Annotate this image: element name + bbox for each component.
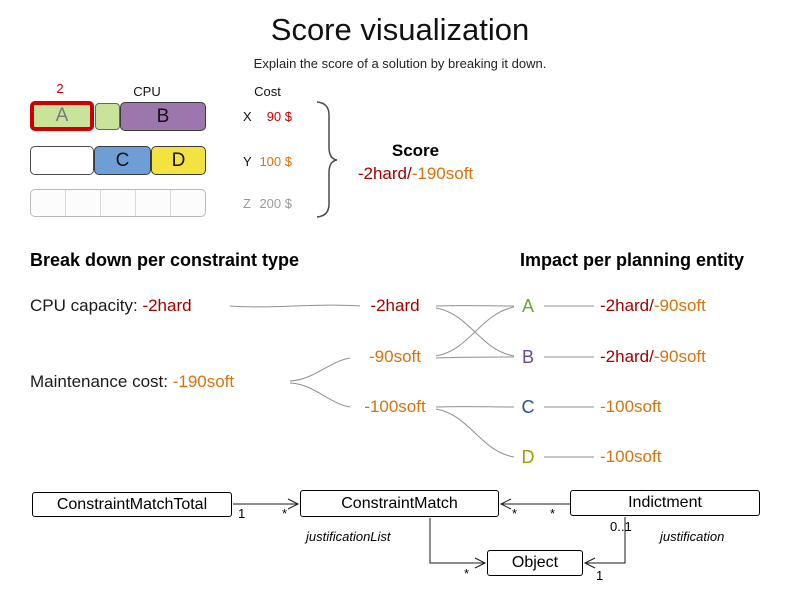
empty-cell bbox=[171, 190, 205, 216]
breakdown-heading: Break down per constraint type bbox=[30, 250, 300, 270]
computer-y-label: Y bbox=[243, 154, 252, 169]
score-hard-part: -2hard/ bbox=[357, 164, 412, 183]
uml-class-object: Object bbox=[487, 550, 583, 576]
process-b-label: B bbox=[156, 105, 170, 127]
uml-class-name: Indictment bbox=[628, 494, 702, 511]
process-a-label: A bbox=[55, 105, 69, 126]
process-d-label: D bbox=[171, 149, 186, 171]
computer-x-label: X bbox=[243, 109, 252, 124]
cost-column-header: Cost bbox=[254, 84, 281, 99]
entity-d-name: D bbox=[521, 447, 535, 467]
match-total-hard: -2hard bbox=[370, 296, 420, 315]
entity-a-name: A bbox=[521, 296, 534, 316]
process-c-box: C bbox=[94, 146, 151, 175]
entity-d-score: -100soft bbox=[600, 447, 661, 467]
computer-z-label: Z bbox=[243, 196, 251, 211]
overload-count-label: 2 bbox=[56, 81, 64, 96]
computer-y-empty-slot bbox=[30, 146, 94, 175]
multiplicity-cm-many: * bbox=[282, 506, 288, 521]
uml-class-name: ConstraintMatch bbox=[341, 494, 458, 512]
empty-cell bbox=[31, 190, 66, 216]
constraint-cpu-capacity: CPU capacity: -2hard bbox=[30, 296, 192, 316]
empty-cell bbox=[101, 190, 136, 216]
entity-c-score: -100soft bbox=[600, 397, 661, 417]
cpu-column-header: CPU bbox=[133, 84, 161, 99]
score-brace bbox=[316, 101, 338, 218]
entity-b-score: -2hard/-90soft bbox=[600, 347, 706, 367]
entity-soft-part: -100soft bbox=[600, 397, 662, 416]
process-d-box: D bbox=[151, 146, 206, 175]
score-flow-connectors bbox=[229, 304, 594, 458]
uml-class-indictment: Indictment bbox=[570, 490, 760, 516]
multiplicity-justification: 0..1 bbox=[610, 519, 632, 534]
process-a-segment bbox=[95, 103, 120, 130]
entity-a-score: -2hard/-90soft bbox=[600, 296, 706, 316]
multiplicity-object-many: * bbox=[464, 566, 470, 581]
page-title: Score visualization bbox=[270, 12, 530, 47]
entity-soft-part: -90soft bbox=[653, 296, 706, 315]
constraint-score: -190soft bbox=[172, 372, 235, 391]
justification-list-association-label: justificationList bbox=[306, 529, 391, 544]
computer-z-cost: 200 $ bbox=[259, 196, 292, 211]
page-subtitle: Explain the score of a solution by break… bbox=[253, 56, 547, 71]
score-heading: Score bbox=[391, 141, 440, 160]
multiplicity-indictment-many: * bbox=[550, 506, 556, 521]
empty-cell bbox=[136, 190, 171, 216]
uml-class-name: ConstraintMatchTotal bbox=[56, 495, 208, 513]
uml-class-name: Object bbox=[511, 554, 559, 571]
multiplicity-cmt-one: 1 bbox=[238, 506, 246, 521]
entity-soft-part: -90soft bbox=[653, 347, 706, 366]
entity-hard-part: -2hard/ bbox=[600, 347, 654, 366]
impact-heading: Impact per planning entity bbox=[520, 250, 745, 270]
uml-class-constraint-match-total: ConstraintMatchTotal bbox=[32, 492, 232, 517]
entity-soft-part: -100soft bbox=[600, 447, 662, 466]
process-b-box: B bbox=[120, 102, 206, 131]
score-value: -2hard/-190soft bbox=[338, 164, 493, 184]
computer-y-cost: 100 $ bbox=[259, 154, 292, 169]
entity-hard-part: -2hard/ bbox=[600, 296, 654, 315]
constraint-label: CPU capacity: bbox=[30, 296, 143, 315]
constraint-score: -2hard bbox=[142, 296, 192, 315]
process-c-label: C bbox=[115, 149, 130, 171]
score-soft-part: -190soft bbox=[411, 164, 474, 183]
computer-x-cost: 90 $ bbox=[266, 109, 292, 124]
empty-cell bbox=[66, 190, 101, 216]
multiplicity-cm-right-many: * bbox=[512, 506, 518, 521]
constraint-maintenance-cost: Maintenance cost: -190soft bbox=[30, 372, 234, 392]
justification-association-label: justification bbox=[660, 529, 725, 544]
entity-c-name: C bbox=[521, 397, 535, 417]
multiplicity-object-one: 1 bbox=[596, 568, 604, 583]
computer-z-empty-slots bbox=[30, 189, 206, 217]
uml-class-constraint-match: ConstraintMatch bbox=[300, 490, 499, 517]
match-total-soft-100: -100soft bbox=[364, 397, 426, 416]
process-a-box: A bbox=[30, 101, 94, 131]
constraint-label: Maintenance cost: bbox=[30, 372, 173, 391]
match-total-soft-90: -90soft bbox=[369, 347, 421, 366]
entity-b-name: B bbox=[521, 347, 534, 367]
